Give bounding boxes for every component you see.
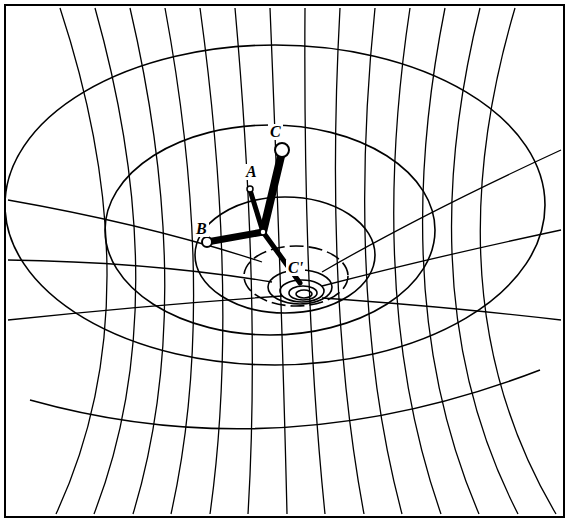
equipotential-curves (6, 45, 545, 429)
point-label: C' (286, 260, 305, 276)
point-label: B (194, 221, 209, 237)
point-label: C (268, 124, 283, 140)
point-label: A (244, 164, 259, 180)
frame (5, 5, 564, 517)
field-lines (8, 8, 561, 514)
